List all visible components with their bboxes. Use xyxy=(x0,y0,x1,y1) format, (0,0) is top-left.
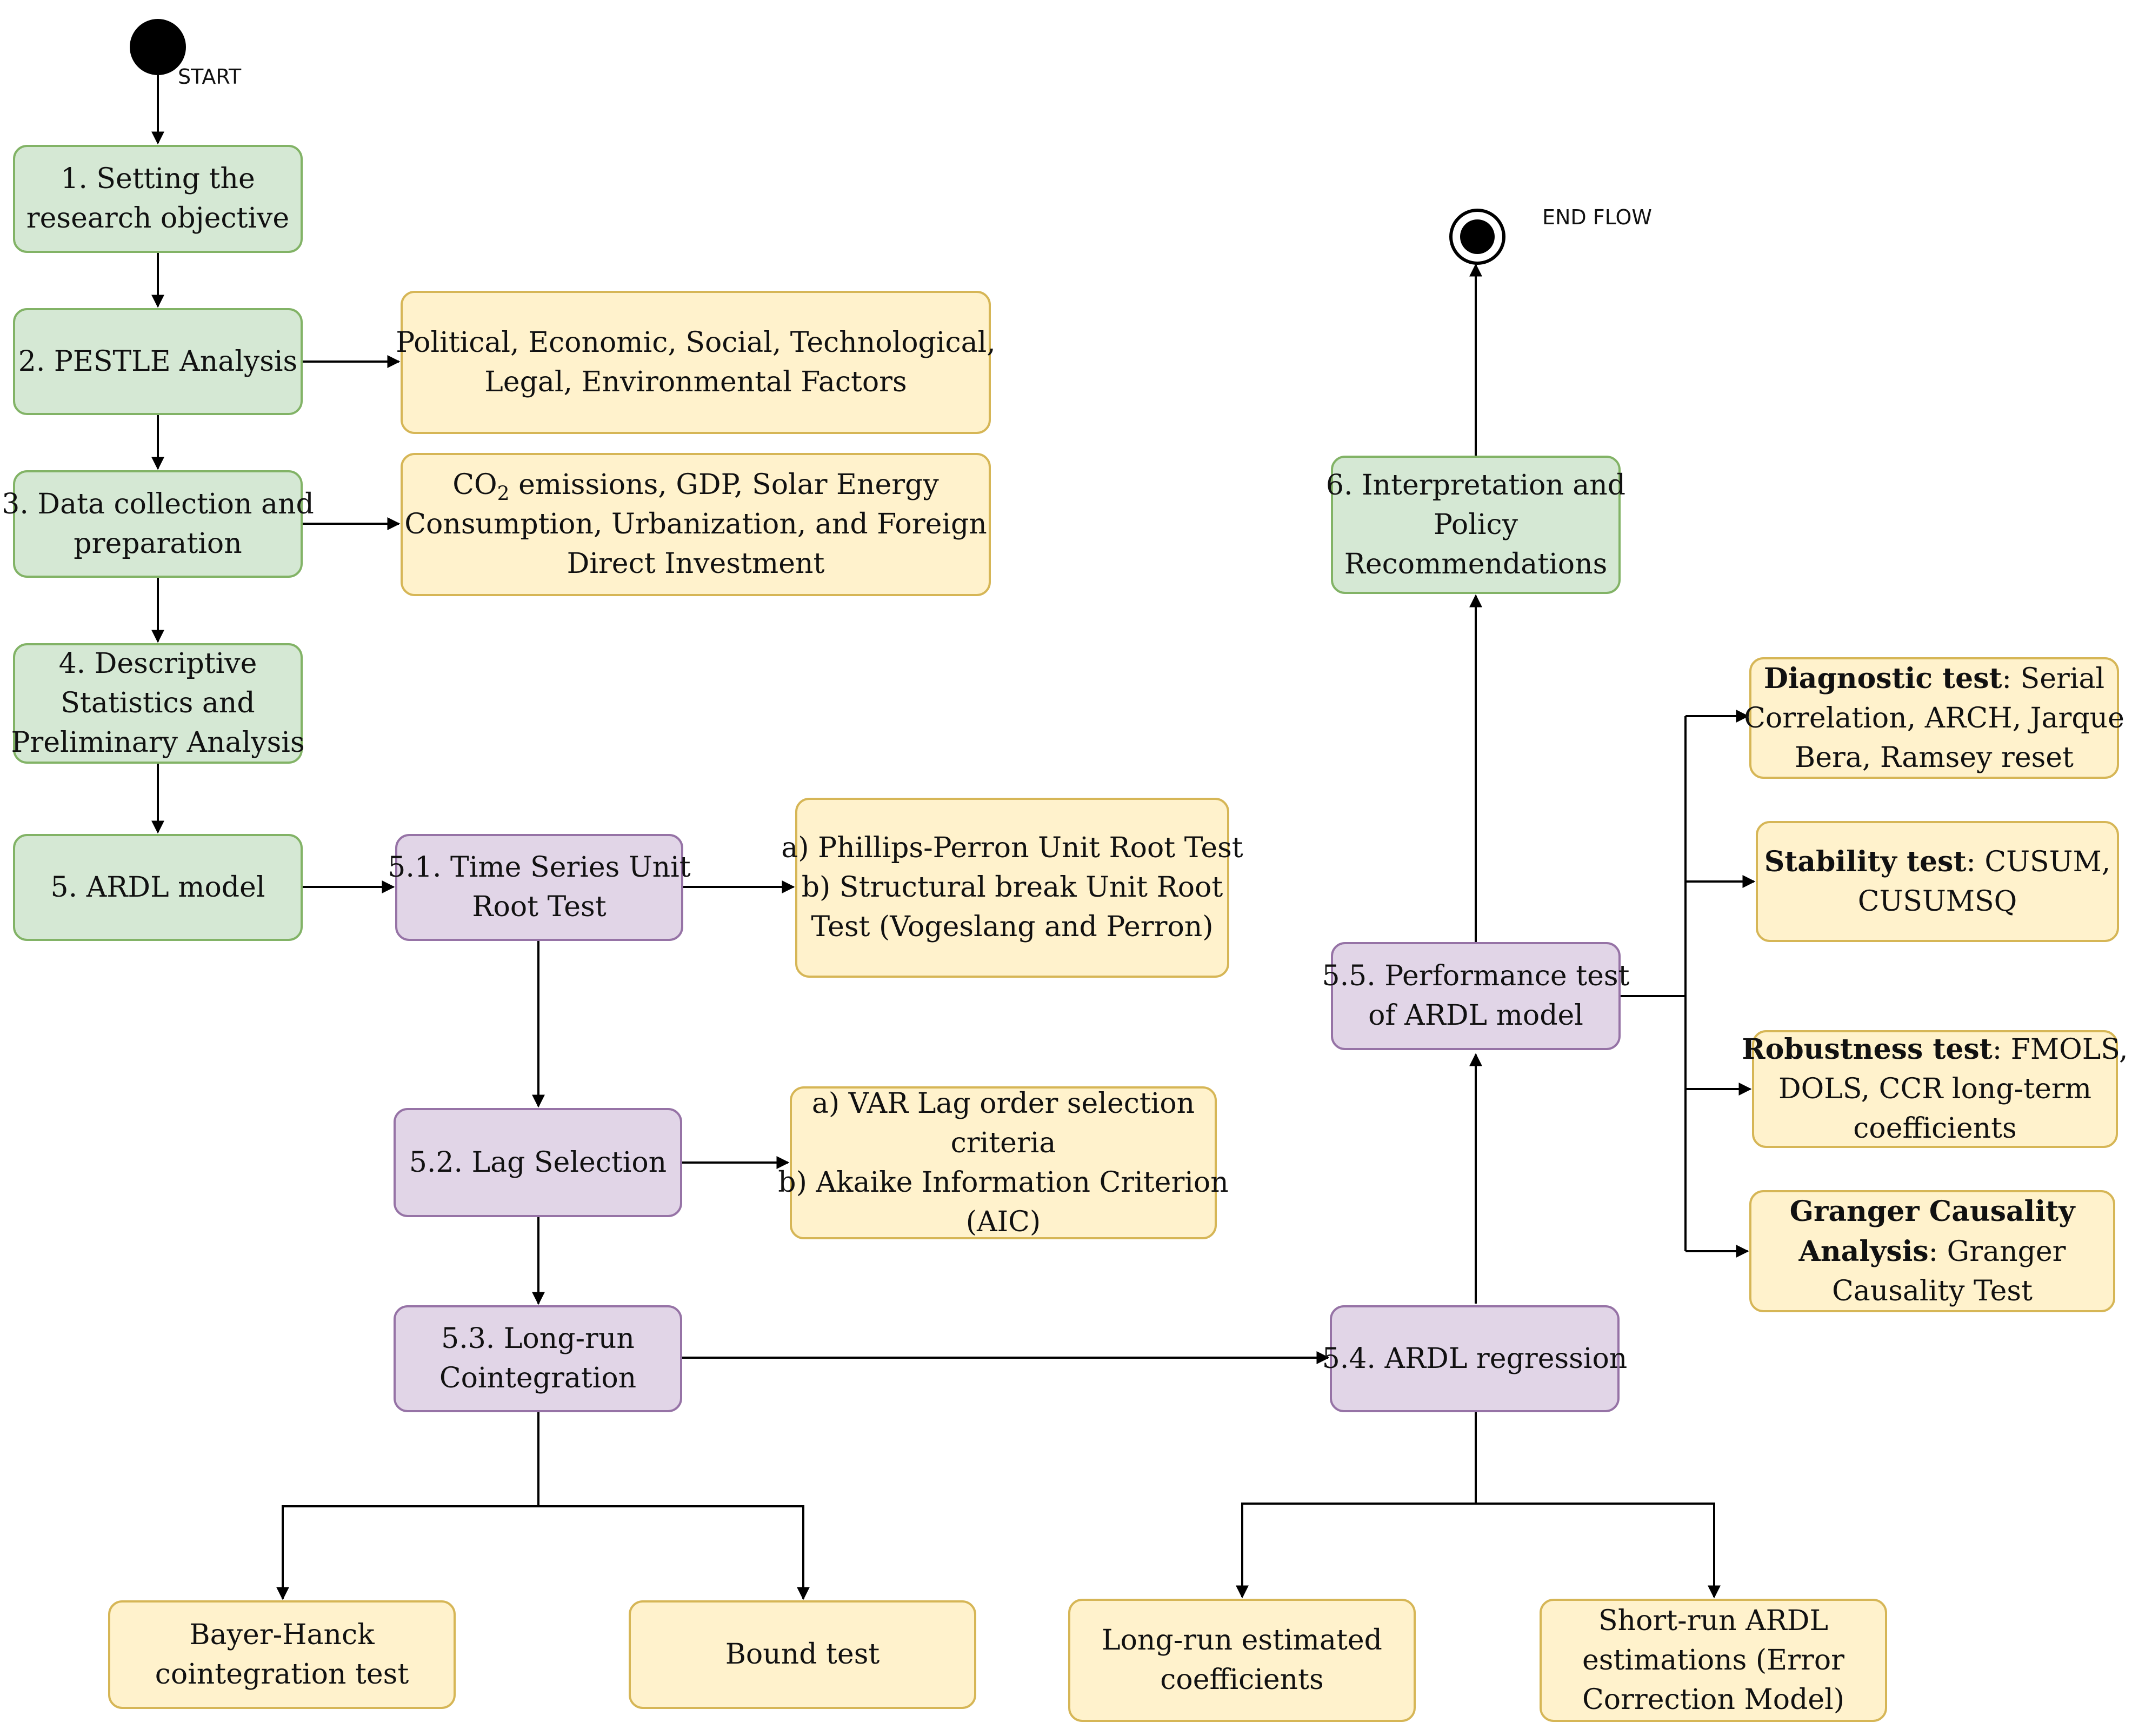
step-4-line-3: Preliminary Analysis xyxy=(11,726,305,759)
end-node-dot xyxy=(1460,219,1495,254)
step-4-line-2: Statistics and xyxy=(61,687,255,719)
robustness-line-2: DOLS, CCR long-term xyxy=(1778,1073,2092,1105)
short-run-line-2: estimations (Error xyxy=(1582,1644,1844,1677)
lag-criteria-line-1: a) VAR Lag order selection xyxy=(811,1087,1195,1120)
short-run-line-3: Correction Model) xyxy=(1582,1683,1845,1716)
stability-title: Stability test xyxy=(1764,845,1967,878)
granger-title: Granger Causality xyxy=(1789,1194,2075,1228)
step-3-line-2: preparation xyxy=(74,527,242,560)
stability-line-1-rest: : CUSUM, xyxy=(1966,845,2111,878)
start-label: START xyxy=(178,65,242,89)
start-node xyxy=(130,19,186,75)
edge-s54-to-longrun xyxy=(1236,1412,1477,1599)
step-3-line-1: 3. Data collection and xyxy=(2,488,314,520)
co2-subscript: 2 xyxy=(497,483,510,505)
substep-5-2-line-1: 5.2. Lag Selection xyxy=(409,1146,667,1179)
data-variables-line-2: Consumption, Urbanization, and Foreign xyxy=(404,508,987,540)
step-4-line-1: 4. Descriptive xyxy=(58,647,257,680)
robustness-line-1: Robustness test: FMOLS, xyxy=(1742,1030,2128,1070)
step-1-line-2: research objective xyxy=(26,202,290,235)
substep-5-5-line-1: 5.5. Performance test xyxy=(1322,960,1630,992)
diagnostic-line-1: Diagnostic test: Serial xyxy=(1764,659,2104,699)
pestle-factors-line-1: Political, Economic, Social, Technologic… xyxy=(396,326,996,359)
pestle-factors-line-2: Legal, Environmental Factors xyxy=(484,365,907,398)
diagnostic-line-3: Bera, Ramsey reset xyxy=(1795,741,2074,774)
short-run-ecm-box: Short-run ARDL estimations (Error Correc… xyxy=(1540,1599,1887,1722)
unit-root-tests-box: a) Phillips-Perron Unit Root Test b) Str… xyxy=(781,798,1243,978)
granger-line-2: Analysis: Granger xyxy=(1799,1232,2066,1272)
granger-causality-box: Granger Causality Analysis: Granger Caus… xyxy=(1749,1190,2115,1312)
edge-s53-to-bayer xyxy=(276,1412,539,1600)
data-variables-box: CO2 emissions, GDP, Solar Energy Consump… xyxy=(401,453,991,596)
substep-5-5-line-2: of ARDL model xyxy=(1368,999,1583,1032)
end-node xyxy=(1449,209,1505,265)
lag-criteria-line-4: (AIC) xyxy=(965,1205,1041,1238)
substep-5-1-line-2: Root Test xyxy=(472,891,607,923)
diagnostic-line-1-rest: : Serial xyxy=(2002,662,2105,695)
step-3-box: 3. Data collection and preparation xyxy=(2,470,314,578)
step-2-line-1: 2. PESTLE Analysis xyxy=(18,345,298,378)
granger-line-3: Causality Test xyxy=(1831,1274,2033,1307)
unit-root-line-3: Test (Vogeslang and Perron) xyxy=(811,911,1214,943)
lag-criteria-line-3: b) Akaike Information Criterion xyxy=(778,1166,1229,1199)
stability-line-1: Stability test: CUSUM, xyxy=(1764,842,2111,882)
lag-criteria-box: a) VAR Lag order selection criteria b) A… xyxy=(778,1086,1229,1239)
substep-5-1-line-1: 5.1. Time Series Unit xyxy=(388,851,691,884)
step-6-line-2: Policy xyxy=(1434,508,1518,541)
granger-line-1: Granger Causality xyxy=(1790,1192,2075,1232)
data-variables-line-1: CO2 emissions, GDP, Solar Energy xyxy=(452,465,939,505)
step-6-box: 6. Interpretation and Policy Recommendat… xyxy=(1326,456,1625,594)
bound-test-line-1: Bound test xyxy=(725,1638,880,1671)
long-run-line-2: coefficients xyxy=(1160,1664,1324,1696)
substep-5-2-box: 5.2. Lag Selection xyxy=(394,1108,682,1217)
pestle-factors-box: Political, Economic, Social, Technologic… xyxy=(396,291,996,434)
step-6-line-1: 6. Interpretation and xyxy=(1325,469,1626,502)
robustness-line-3: coefficients xyxy=(1853,1112,2017,1145)
stability-test-box: Stability test: CUSUM, CUSUMSQ xyxy=(1756,821,2119,942)
bound-test-box: Bound test xyxy=(629,1600,976,1709)
lag-criteria-line-2: criteria xyxy=(950,1126,1056,1159)
stability-line-2: CUSUMSQ xyxy=(1857,885,2017,918)
long-run-line-1: Long-run estimated xyxy=(1102,1624,1382,1657)
short-run-line-1: Short-run ARDL xyxy=(1598,1604,1829,1637)
substep-5-4-box: 5.4. ARDL regression xyxy=(1322,1305,1627,1412)
step-2-box: 2. PESTLE Analysis xyxy=(13,308,303,415)
bayer-hanck-box: Bayer-Hanck cointegration test xyxy=(108,1600,456,1709)
diagnostic-test-box: Diagnostic test: Serial Correlation, ARC… xyxy=(1744,657,2124,779)
end-label: END FLOW xyxy=(1542,205,1652,229)
substep-5-3-box: 5.3. Long-run Cointegration xyxy=(394,1305,682,1412)
step-1-line-1: 1. Setting the xyxy=(61,163,255,195)
bayer-hanck-line-1: Bayer-Hanck xyxy=(189,1618,375,1651)
step-5-line-1: 5. ARDL model xyxy=(50,871,265,904)
granger-title-2: Analysis xyxy=(1798,1234,1929,1268)
substep-5-5-box: 5.5. Performance test of ARDL model xyxy=(1322,942,1629,1050)
diagnostic-title: Diagnostic test xyxy=(1763,662,2002,695)
robustness-line-1-rest: : FMOLS, xyxy=(1992,1033,2128,1066)
diagnostic-line-2: Correlation, ARCH, Jarque xyxy=(1744,702,2124,735)
substep-5-3-line-1: 5.3. Long-run xyxy=(441,1323,635,1355)
data-variables-line-3: Direct Investment xyxy=(567,547,825,580)
robustness-title: Robustness test xyxy=(1742,1033,1993,1066)
step-1-box: 1. Setting the research objective xyxy=(13,145,303,253)
co2-text: CO xyxy=(452,469,497,501)
step-4-box: 4. Descriptive Statistics and Preliminar… xyxy=(11,643,305,764)
substep-5-1-box: 5.1. Time Series Unit Root Test xyxy=(388,834,691,941)
substep-5-4-line-1: 5.4. ARDL regression xyxy=(1322,1342,1628,1375)
data-variables-line-1-rest: emissions, GDP, Solar Energy xyxy=(509,469,939,501)
unit-root-line-1: a) Phillips-Perron Unit Root Test xyxy=(781,832,1243,864)
robustness-test-box: Robustness test: FMOLS, DOLS, CCR long-t… xyxy=(1742,1030,2128,1148)
long-run-coefficients-box: Long-run estimated coefficients xyxy=(1068,1599,1416,1722)
edge-s53-to-bound xyxy=(538,1505,810,1600)
substep-5-3-line-2: Cointegration xyxy=(439,1362,637,1394)
edge-s54-to-shortrun xyxy=(1476,1503,1721,1599)
bayer-hanck-line-2: cointegration test xyxy=(155,1658,409,1691)
step-5-box: 5. ARDL model xyxy=(13,834,303,941)
granger-line-2-rest: : Granger xyxy=(1928,1235,2066,1268)
unit-root-line-2: b) Structural break Unit Root xyxy=(801,871,1223,904)
step-6-line-3: Recommendations xyxy=(1344,547,1608,580)
